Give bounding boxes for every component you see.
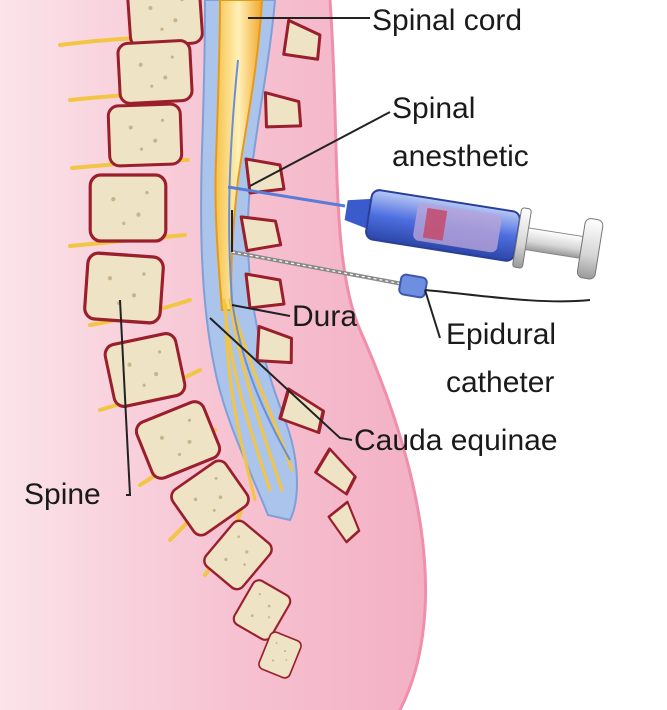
spinal-needle	[227, 185, 346, 208]
epidural-hub	[398, 273, 428, 299]
label-spine: Spine	[24, 478, 101, 511]
label-epidural-catheter-line1: Epidural	[446, 318, 557, 351]
syringe	[344, 189, 604, 280]
label-epidural-catheter-line2: catheter	[446, 366, 555, 399]
catheter-tubing	[424, 289, 591, 303]
label-spinal-cord: Spinal cord	[372, 4, 523, 37]
label-dura: Dura	[292, 300, 358, 333]
epidural-needle	[231, 250, 409, 287]
label-spinal-anesthetic-line1: Spinal	[392, 92, 476, 125]
back-skin-edge	[328, 0, 428, 710]
label-cauda-equinae: Cauda equinae	[354, 424, 558, 457]
label-spinal-anesthetic-line2: anesthetic	[392, 140, 529, 173]
leader-lines	[119, 17, 441, 496]
dura-membrane	[228, 59, 291, 461]
